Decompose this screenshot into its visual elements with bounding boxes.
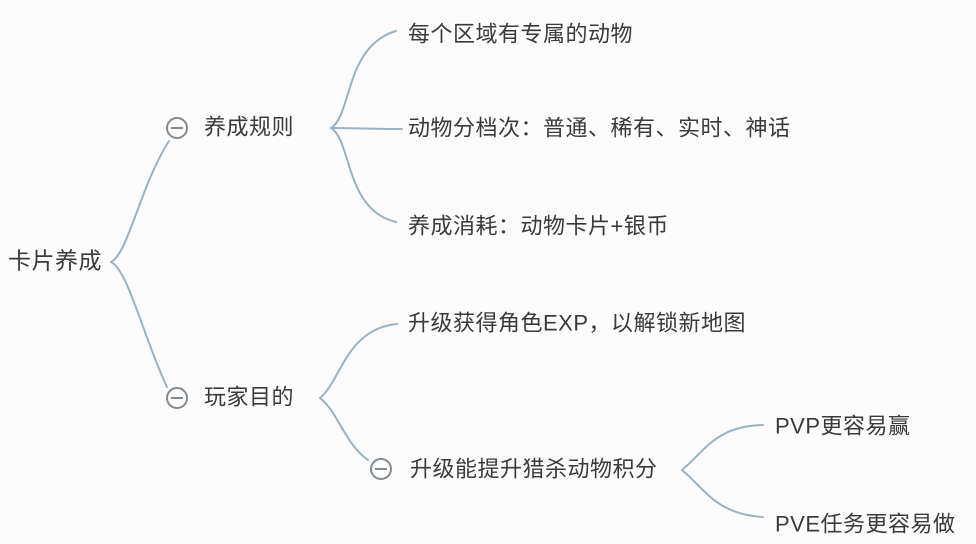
connector-branch1-to-child3 bbox=[330, 127, 397, 223]
connector-branch1-to-child2 bbox=[330, 127, 403, 130]
node-branch2[interactable]: 玩家目的 bbox=[204, 384, 295, 410]
node-branch1-child1[interactable]: 每个区域有专属的动物 bbox=[408, 21, 634, 47]
connector-branch2-to-child2 bbox=[319, 397, 369, 461]
node-subbranch-child1[interactable]: PVP更容易赢 bbox=[775, 413, 911, 439]
connector-subbranch-to-pve bbox=[681, 469, 764, 518]
node-branch1-child3[interactable]: 养成消耗：动物卡片+银币 bbox=[408, 213, 669, 239]
collapse-minus-icon-branch1[interactable] bbox=[166, 117, 188, 139]
connector-subbranch-to-pvp bbox=[681, 424, 764, 471]
collapse-minus-icon-branch2[interactable] bbox=[166, 387, 188, 409]
node-branch1[interactable]: 养成规则 bbox=[204, 114, 295, 140]
connector-root-to-branch1 bbox=[110, 140, 170, 263]
node-branch2-child1[interactable]: 升级获得角色EXP，以解锁新地图 bbox=[408, 310, 747, 336]
collapse-minus-icon-subbranch[interactable] bbox=[370, 458, 392, 480]
node-branch1-child2[interactable]: 动物分档次：普通、稀有、实时、神话 bbox=[408, 115, 791, 141]
node-subbranch-child2[interactable]: PVE任务更容易做 bbox=[775, 511, 956, 537]
connector-branch2-to-child1 bbox=[319, 323, 398, 399]
node-root[interactable]: 卡片养成 bbox=[8, 247, 102, 274]
node-branch2-child2[interactable]: 升级能提升猎杀动物积分 bbox=[410, 456, 658, 482]
connector-root-to-branch2 bbox=[110, 261, 168, 388]
connector-branch1-to-child1 bbox=[330, 30, 397, 129]
